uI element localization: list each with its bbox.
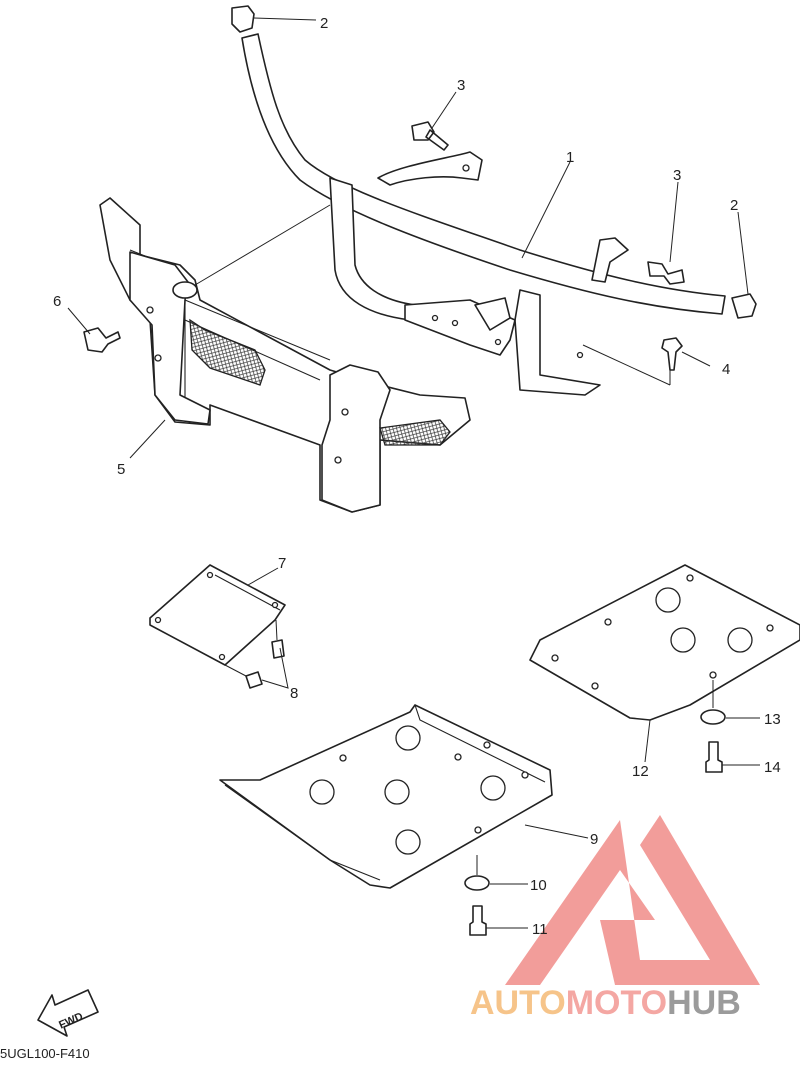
callout-2: 2	[320, 15, 328, 32]
callout-1: 1	[566, 149, 574, 166]
screw-icon	[245, 671, 263, 689]
bumper-hole	[334, 456, 342, 464]
screw-icon	[271, 639, 285, 659]
bumper-end-right	[321, 364, 391, 513]
bolt-icon	[647, 261, 685, 285]
watermark-hub: HUB	[667, 984, 741, 1022]
tube-end	[172, 281, 198, 299]
drawing-code: 5UGL100-F410	[0, 1046, 90, 1061]
bolt-icon	[83, 327, 121, 353]
front-guard-assembly	[99, 33, 726, 513]
bracket-hole	[576, 351, 584, 359]
watermark-brand: AUTOMOTOHUB	[470, 984, 741, 1022]
bracket-hole	[462, 164, 470, 172]
plate-hole	[766, 624, 774, 632]
callout-5: 5	[117, 461, 125, 478]
plate-hole	[709, 671, 717, 679]
plate-hole	[154, 616, 162, 624]
bolt-icon	[705, 741, 723, 773]
callout-8: 8	[290, 685, 298, 702]
callout-6: 6	[53, 293, 61, 310]
plate-hole	[521, 771, 529, 779]
callout-2: 2	[730, 197, 738, 214]
bumper-end-left	[129, 251, 211, 425]
plate-hole	[384, 779, 410, 805]
skid-plate-7-edge	[214, 574, 281, 611]
bolt-icon	[661, 337, 683, 371]
skid-plate-12	[529, 564, 800, 721]
grommet-icon	[464, 875, 490, 891]
grommet-icon	[700, 709, 726, 725]
plate-hole	[218, 653, 226, 661]
mesh-grille-right	[379, 419, 451, 446]
guard-bar-part-1	[241, 33, 726, 315]
leader-lines	[67, 17, 760, 929]
cap-icon	[731, 293, 757, 319]
plate-hole	[604, 618, 612, 626]
bracket-right	[591, 237, 629, 283]
bracket-upper-left	[377, 151, 483, 186]
plate-hole	[591, 682, 599, 690]
bumper-hole	[154, 354, 162, 362]
fwd-arrow-icon	[37, 989, 99, 1037]
plate-hole	[655, 587, 681, 613]
plate-hole	[686, 574, 694, 582]
watermark-text: AUTOMOTOHUB	[470, 984, 741, 1022]
plate-hole	[670, 627, 696, 653]
mesh-grille-left	[189, 318, 266, 386]
fwd-arrow: FWD	[37, 989, 99, 1037]
callout-labels: 2 3 1 3 2 6 4 5 7 8 13 12 14 9 10 11	[53, 15, 781, 938]
bracket-hole	[494, 338, 502, 346]
skid-plate-main-part-9	[219, 704, 553, 936]
callout-7: 7	[278, 555, 286, 572]
watermark-auto: AUTO	[470, 984, 566, 1022]
watermark-moto: MOTO	[566, 984, 667, 1022]
callout-12: 12	[632, 763, 649, 780]
plate-hole	[309, 779, 335, 805]
plate-hole	[483, 741, 491, 749]
callout-10: 10	[530, 877, 547, 894]
bracket-hole	[431, 314, 439, 322]
plate-hole	[271, 601, 279, 609]
plate-hole	[480, 775, 506, 801]
callout-13: 13	[764, 711, 781, 728]
guard-upright-right	[514, 289, 601, 396]
callout-11: 11	[532, 921, 548, 938]
watermark-logo-shape	[505, 815, 760, 985]
plate-hole	[727, 627, 753, 653]
skid-plate-small-part-7	[149, 564, 286, 689]
plate-hole	[395, 725, 421, 751]
callout-14: 14	[764, 759, 781, 776]
hardware	[83, 5, 757, 371]
callout-4: 4	[722, 361, 730, 378]
phantom-line	[224, 619, 278, 677]
plate-hole	[454, 753, 462, 761]
watermark-logo	[505, 815, 760, 985]
skid-plate-7	[149, 564, 286, 666]
skid-plate-right-part-12	[529, 564, 800, 773]
skid-plate-9-rib	[224, 704, 546, 881]
plate-hole	[395, 829, 421, 855]
plate-hole	[551, 654, 559, 662]
callout-3: 3	[673, 167, 681, 184]
bolt-icon	[469, 905, 487, 936]
cap-icon	[231, 5, 255, 33]
plate-hole	[206, 571, 214, 579]
phantom-line	[194, 204, 671, 386]
plate-hole	[339, 754, 347, 762]
bumper-hole	[146, 306, 154, 314]
callout-9: 9	[590, 831, 598, 848]
bumper-hole	[341, 408, 349, 416]
plate-hole	[474, 826, 482, 834]
callout-3: 3	[457, 77, 465, 94]
bracket-lower-tab	[474, 297, 511, 331]
bracket-hole	[451, 319, 459, 327]
bolt-icon	[411, 121, 449, 151]
